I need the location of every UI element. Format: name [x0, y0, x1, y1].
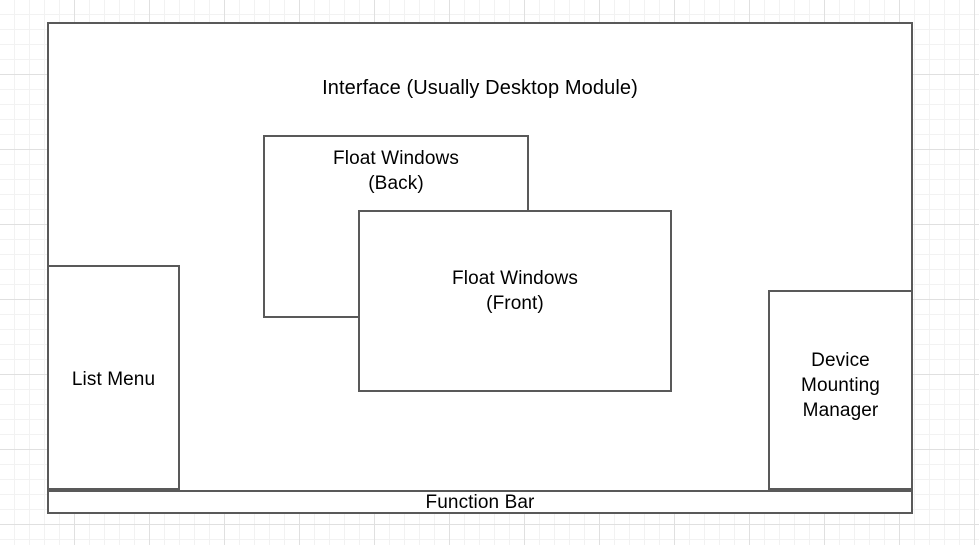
float-window-front-label: Float Windows (Front): [452, 268, 578, 314]
float-window-back-label: Float Windows (Back): [333, 148, 459, 194]
device-mounting-manager-panel[interactable]: Device Mounting Manager: [768, 290, 913, 490]
list-menu-panel[interactable]: List Menu: [47, 265, 180, 490]
function-bar[interactable]: Function Bar: [47, 490, 913, 514]
function-bar-label: Function Bar: [425, 492, 535, 513]
list-menu-label: List Menu: [71, 369, 156, 390]
float-window-front[interactable]: Float Windows (Front): [358, 210, 672, 392]
device-mounting-manager-label: Device Mounting Manager: [801, 350, 880, 421]
interface-title: Interface (Usually Desktop Module): [322, 77, 638, 99]
